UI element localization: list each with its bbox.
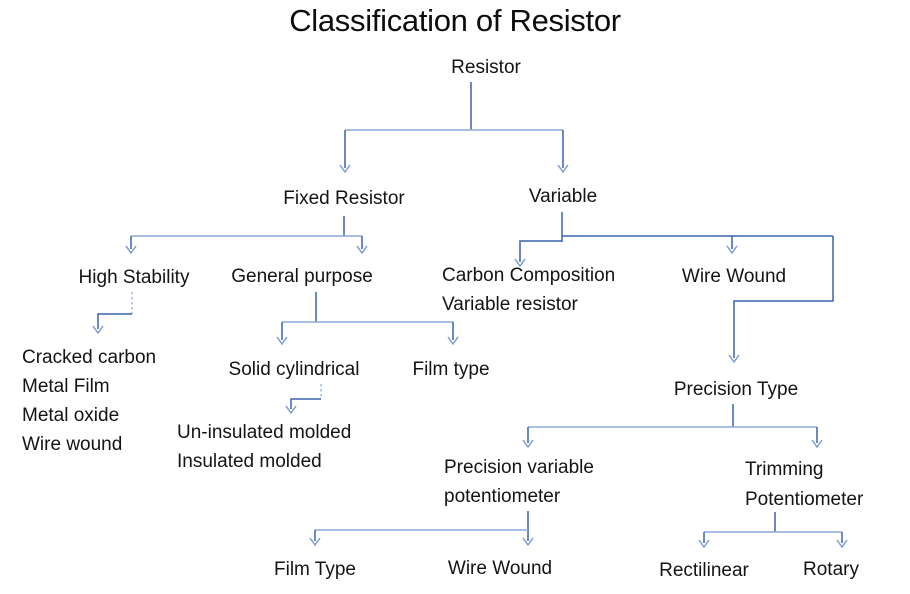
connector-solid-hook bbox=[290, 398, 321, 409]
arrowhead-precision-type bbox=[728, 354, 740, 364]
arrowhead-variable bbox=[557, 164, 569, 174]
arrowhead-rotary bbox=[836, 539, 848, 549]
node-high-stability: High Stability bbox=[78, 267, 190, 288]
node-solid-cylindrical: Solid cylindrical bbox=[228, 359, 360, 380]
arrowhead-rectilinear bbox=[698, 539, 710, 549]
arrowhead-molded-list bbox=[285, 405, 297, 415]
arrowhead-precision-variable bbox=[522, 439, 534, 449]
connector-high-stability-hook bbox=[97, 313, 132, 329]
node-film-type-general: Film type bbox=[412, 359, 490, 380]
node-trimming-potentiometer: Trimming Potentiometer bbox=[745, 459, 864, 510]
node-film-type-precision: Film Type bbox=[273, 559, 357, 580]
node-rotary: Rotary bbox=[803, 559, 859, 580]
node-fixed-resistor: Fixed Resistor bbox=[283, 188, 405, 209]
diagram-title: Classification of Resistor bbox=[289, 3, 621, 38]
node-precision-type: Precision Type bbox=[673, 379, 799, 400]
arrowhead-film-type-bottom bbox=[309, 537, 321, 547]
node-wire-wound-precision: Wire Wound bbox=[447, 558, 553, 579]
node-rectilinear: Rectilinear bbox=[659, 560, 749, 581]
node-general-purpose: General purpose bbox=[231, 266, 373, 287]
arrowhead-high-stability bbox=[125, 245, 137, 255]
arrowhead-trimming bbox=[811, 439, 823, 449]
node-resistor: Resistor bbox=[451, 57, 521, 78]
connector-to-carbon-composition bbox=[519, 240, 562, 262]
node-high-stability-types-list: Cracked carbon Metal Film Metal oxide Wi… bbox=[22, 347, 157, 455]
arrowhead-wire-wound bbox=[726, 245, 738, 255]
arrowhead-wire-wound-bottom bbox=[522, 537, 534, 547]
node-molded-types-list: Un-insulated molded Insulated molded bbox=[177, 422, 352, 472]
arrowhead-film-type bbox=[447, 336, 459, 346]
node-wire-wound-variable: Wire Wound bbox=[681, 266, 787, 287]
connector-to-precision-type bbox=[733, 236, 834, 358]
node-carbon-composition-variable-resistor: Carbon Composition Variable resistor bbox=[442, 265, 616, 315]
node-variable: Variable bbox=[528, 186, 598, 207]
arrowhead-general-purpose bbox=[356, 245, 368, 255]
arrowhead-solid-cylindrical bbox=[276, 336, 288, 346]
node-precision-variable-potentiometer: Precision variable potentiometer bbox=[444, 457, 594, 507]
arrowhead-fixed bbox=[339, 164, 351, 174]
arrowhead-carbon-composition bbox=[514, 258, 526, 268]
arrowhead-high-stability-list bbox=[92, 325, 104, 335]
